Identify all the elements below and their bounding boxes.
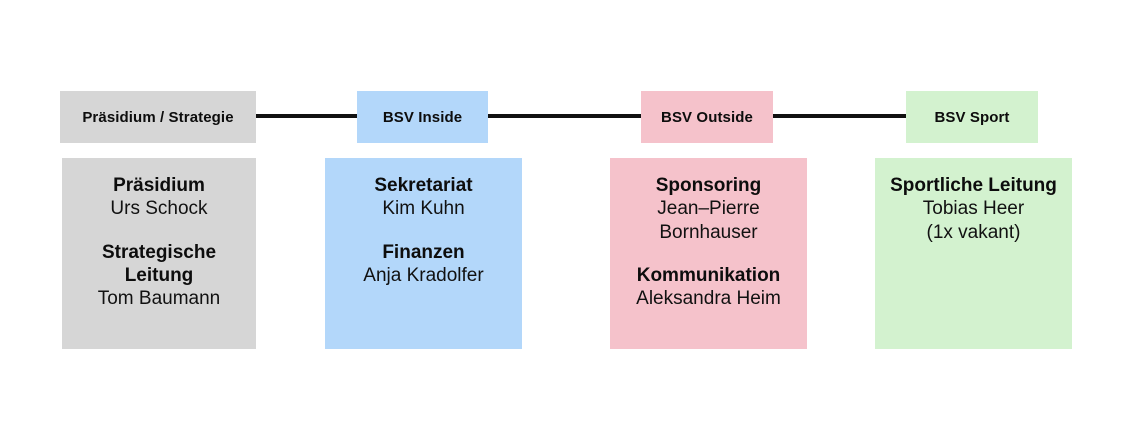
role-title: Strategische Leitung <box>101 241 217 287</box>
header-box-bsv-outside[interactable]: BSV Outside <box>641 91 773 143</box>
header-label-praesidium-strategie: Präsidium / Strategie <box>82 108 234 126</box>
role-person: Anja Kradolfer <box>363 265 484 287</box>
connector-line-praesidium-strategie-to-bsv-inside <box>256 114 357 118</box>
role-title: Sportliche Leitung <box>890 175 1057 196</box>
header-label-bsv-outside: BSV Outside <box>661 108 753 126</box>
role-title: Finanzen <box>382 241 465 263</box>
role-person: Urs Schock <box>110 198 208 220</box>
role-title: Sponsoring <box>655 175 762 196</box>
header-box-praesidium-strategie[interactable]: Präsidium / Strategie <box>60 91 256 143</box>
role-person: Jean–Pierre Bornhauser <box>657 198 760 243</box>
role-title: Sekretariat <box>374 175 473 196</box>
role-title: Kommunikation <box>636 265 781 287</box>
role-person: Aleksandra Heim <box>636 288 781 310</box>
role-person: Tom Baumann <box>97 288 221 310</box>
header-label-bsv-sport: BSV Sport <box>934 108 1010 126</box>
role-person: Tobias Heer <box>922 198 1025 220</box>
header-box-bsv-sport[interactable]: BSV Sport <box>906 91 1038 143</box>
role-note: (1x vakant) <box>926 221 1021 243</box>
role-person: Kim Kuhn <box>382 198 465 220</box>
role-title: Präsidium <box>113 175 205 196</box>
connector-line-bsv-inside-to-bsv-outside <box>488 114 641 118</box>
header-label-bsv-inside: BSV Inside <box>382 108 463 126</box>
header-box-bsv-inside[interactable]: BSV Inside <box>357 91 488 143</box>
connector-line-bsv-outside-to-bsv-sport <box>773 114 906 118</box>
